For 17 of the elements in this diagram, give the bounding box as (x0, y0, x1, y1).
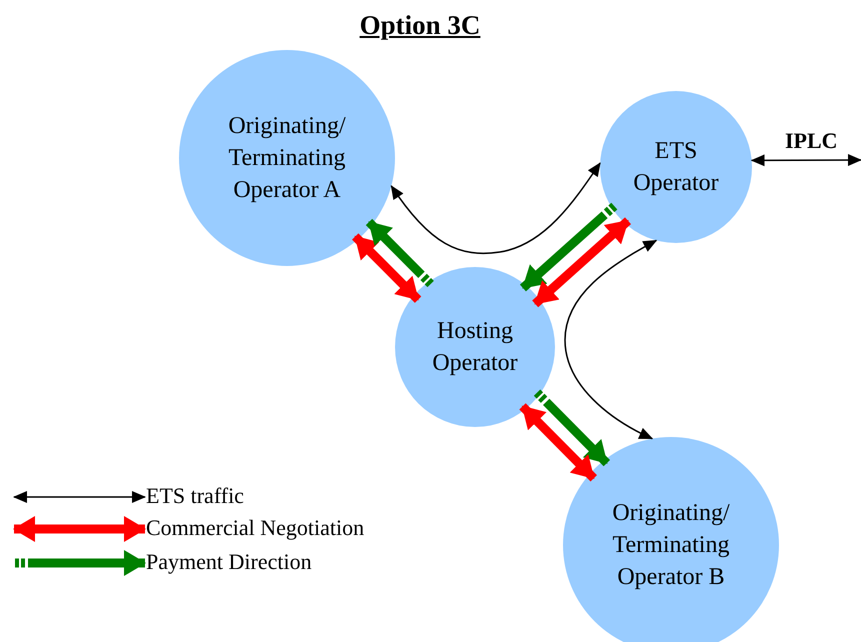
thick-arrow (534, 389, 610, 466)
thick-arrow (519, 403, 597, 482)
node-label: ETS Operator (632, 137, 720, 198)
thick-arrow (352, 233, 422, 303)
arrow (750, 154, 861, 166)
thick-arrow (366, 218, 434, 288)
thick-arrow (520, 202, 618, 292)
arrow (390, 162, 601, 254)
legend-label: Commercial Negotiation (146, 515, 364, 541)
thick-arrow (532, 217, 632, 308)
node-label: Hosting Operator (431, 317, 519, 378)
legend-label: Payment Direction (146, 549, 312, 575)
node-label: Originating/ Terminating Operator B (611, 499, 731, 592)
arrow (564, 240, 658, 440)
diagram-title: Option 3C (358, 10, 482, 41)
node-label: Originating/ Terminating Operator A (227, 112, 347, 205)
legend-label: ETS traffic (146, 483, 244, 509)
